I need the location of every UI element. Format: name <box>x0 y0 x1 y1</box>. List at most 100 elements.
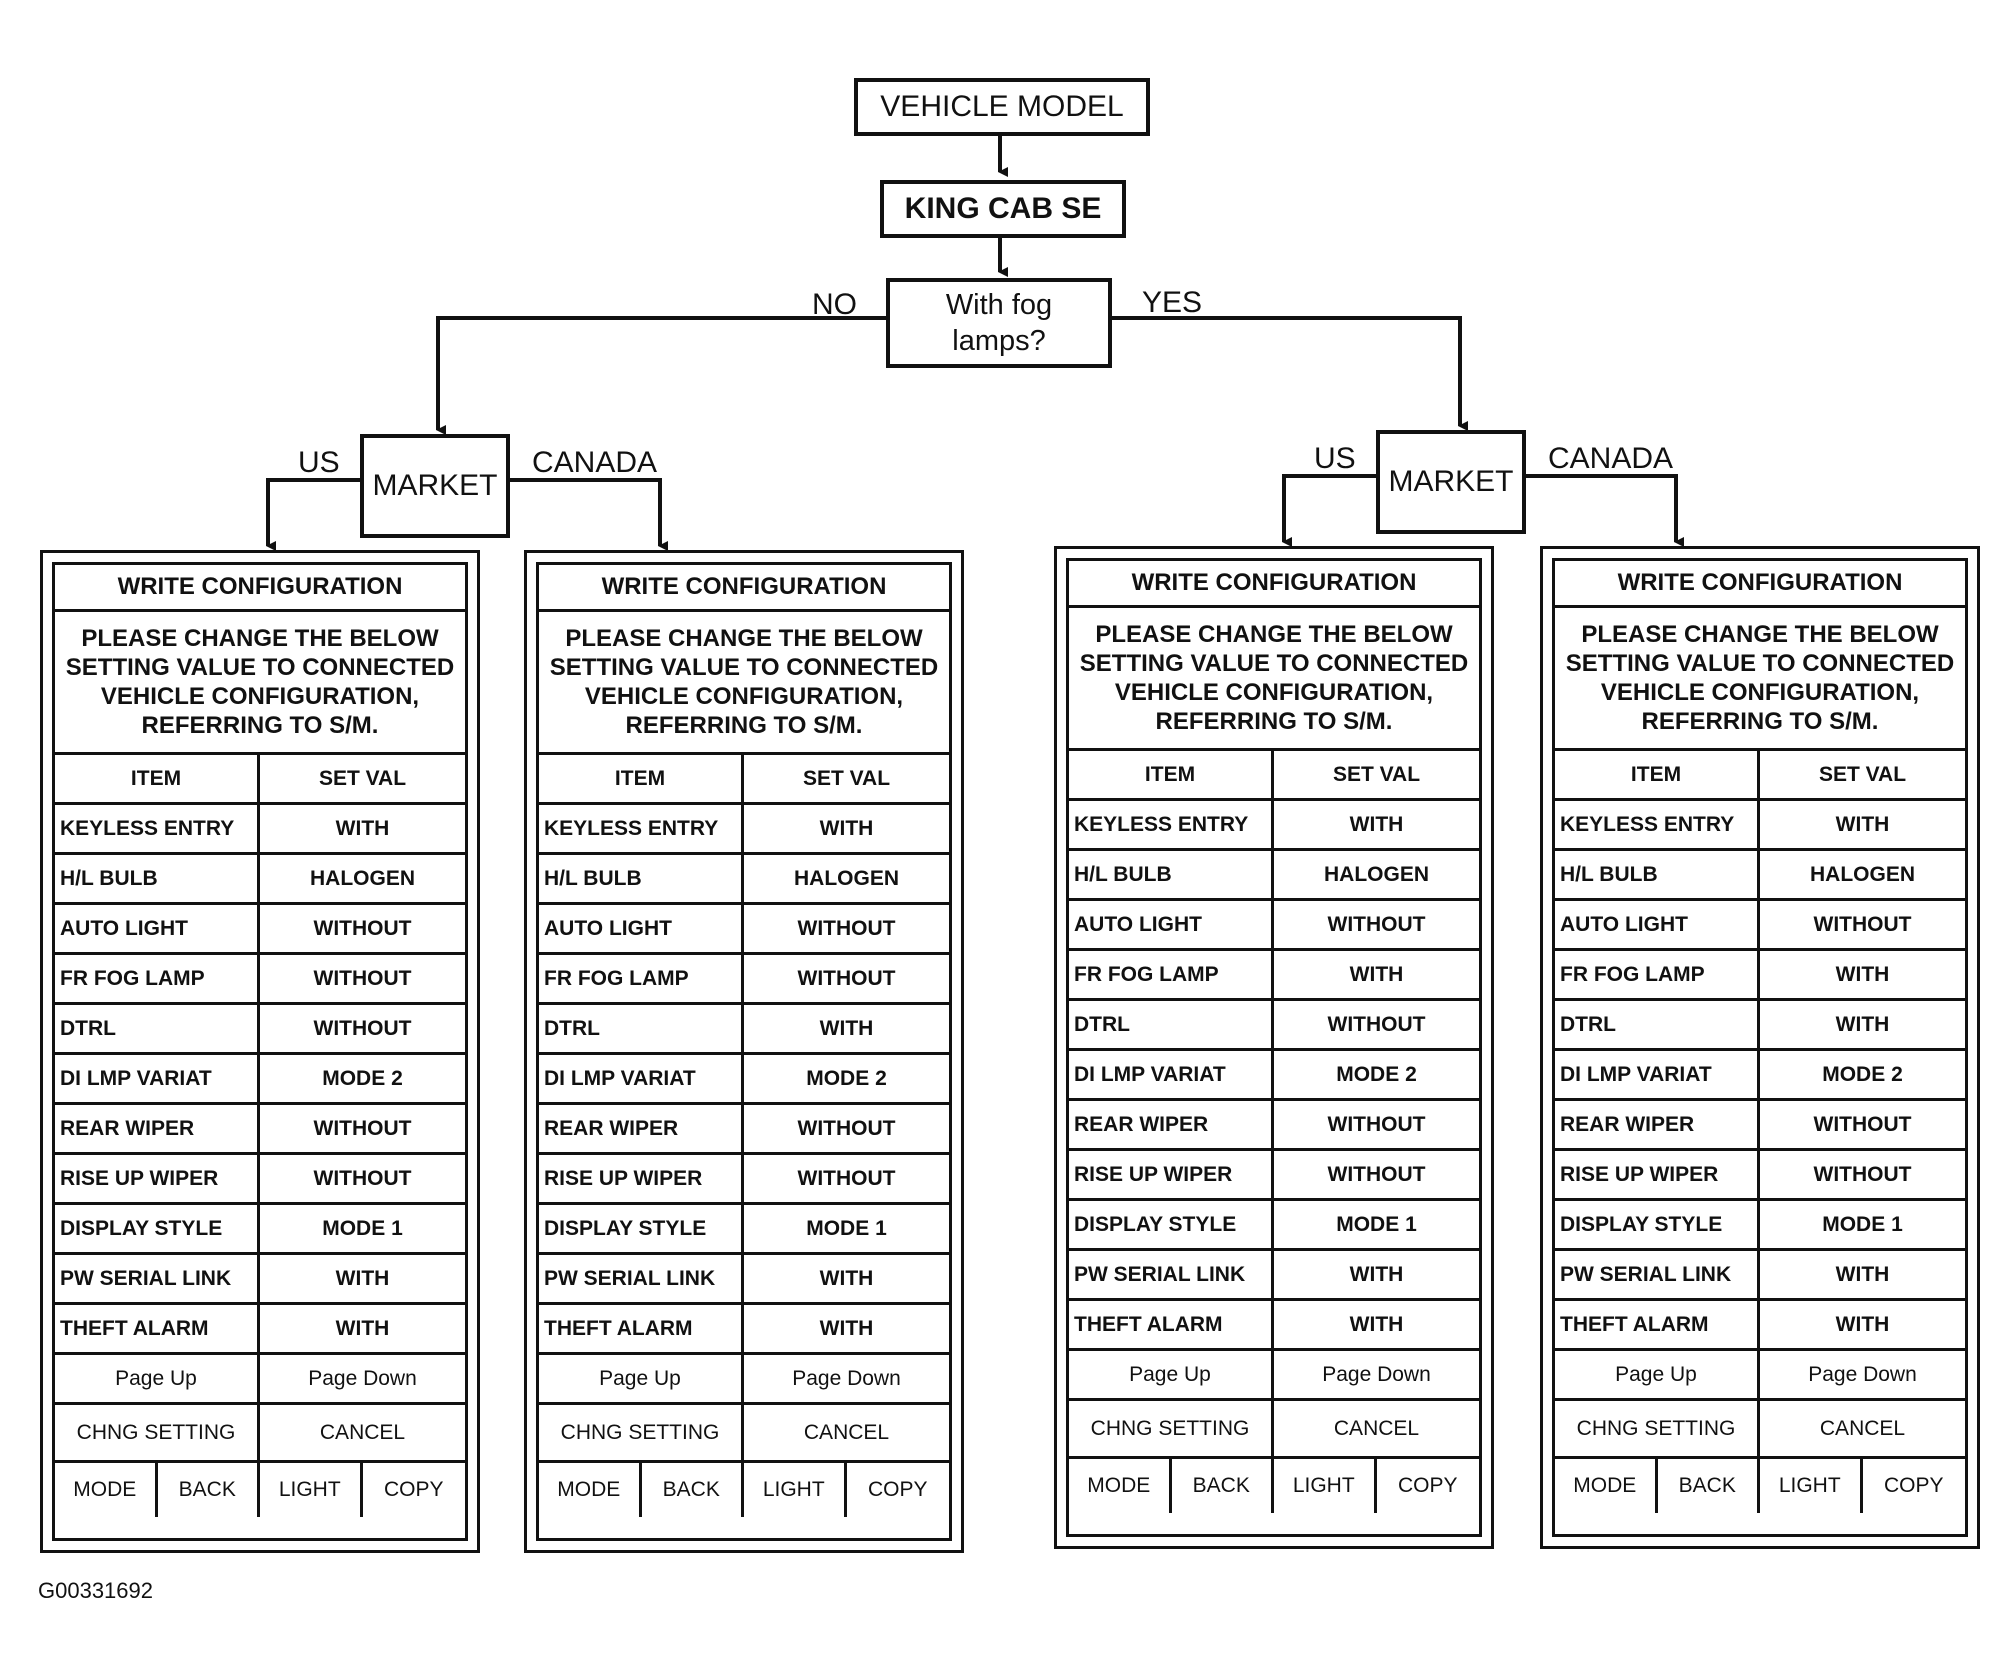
setting-value[interactable]: MODE 1 <box>1336 1212 1417 1236</box>
copy-button[interactable]: COPY <box>1883 1474 1944 1497</box>
back-button[interactable]: BACK <box>1172 1459 1274 1513</box>
change-setting-button[interactable]: CHNG SETTING <box>539 1405 744 1460</box>
connector-yes <box>1112 316 1468 431</box>
page-down-button[interactable]: Page Down <box>1808 1362 1917 1386</box>
setting-value[interactable]: WITH <box>1349 962 1404 986</box>
setting-value[interactable]: WITH <box>335 1266 390 1290</box>
cancel-button[interactable]: CANCEL <box>319 1420 406 1444</box>
setting-item: THEFT ALARM <box>55 1305 260 1352</box>
setting-value[interactable]: WITHOUT <box>1813 1162 1912 1186</box>
connector-left-us <box>266 478 360 551</box>
setting-value[interactable]: WITH <box>1835 1012 1890 1036</box>
setting-value[interactable]: MODE 2 <box>1822 1062 1903 1086</box>
setting-item: REAR WIPER <box>539 1105 744 1152</box>
setting-value[interactable]: WITHOUT <box>797 1166 896 1190</box>
setting-value[interactable]: WITH <box>1349 1262 1404 1286</box>
action-row: CHNG SETTING CANCEL <box>539 1405 949 1463</box>
back-button[interactable]: BACK <box>642 1463 744 1517</box>
page-down-button[interactable]: Page Down <box>1322 1362 1431 1386</box>
setting-value[interactable]: WITHOUT <box>1327 1112 1426 1136</box>
setting-value[interactable]: MODE 1 <box>322 1216 403 1240</box>
page-down-button[interactable]: Page Down <box>308 1366 417 1390</box>
market-left-label: MARKET <box>372 469 498 502</box>
setting-value[interactable]: WITHOUT <box>1813 1112 1912 1136</box>
light-button[interactable]: LIGHT <box>1760 1459 1863 1513</box>
setting-value[interactable]: HALOGEN <box>1324 862 1429 886</box>
change-setting-button[interactable]: CHNG SETTING <box>1069 1401 1274 1456</box>
mode-button[interactable]: MODE <box>1555 1459 1658 1513</box>
change-setting-button[interactable]: CHNG SETTING <box>1555 1401 1760 1456</box>
light-button[interactable]: LIGHT <box>1274 1459 1377 1513</box>
mode-button[interactable]: MODE <box>539 1463 642 1517</box>
setting-item: DTRL <box>1069 1001 1274 1048</box>
column-header-item: ITEM <box>1555 751 1760 798</box>
page-up-button[interactable]: Page Up <box>1555 1351 1760 1398</box>
mode-button[interactable]: MODE <box>1069 1459 1172 1513</box>
light-button[interactable]: LIGHT <box>744 1463 847 1517</box>
setting-value[interactable]: MODE 2 <box>806 1066 887 1090</box>
page-up-button[interactable]: Page Up <box>1069 1351 1274 1398</box>
setting-value[interactable]: WITHOUT <box>313 916 412 940</box>
copy-button[interactable]: COPY <box>383 1478 444 1501</box>
setting-value[interactable]: WITH <box>1349 812 1404 836</box>
page-up-button[interactable]: Page Up <box>539 1355 744 1402</box>
setting-item: THEFT ALARM <box>1069 1301 1274 1348</box>
setting-item: RISE UP WIPER <box>539 1155 744 1202</box>
setting-value[interactable]: WITH <box>335 816 390 840</box>
setting-value[interactable]: WITHOUT <box>1327 1012 1426 1036</box>
table-row: REAR WIPER WITHOUT <box>539 1105 949 1155</box>
setting-value[interactable]: HALOGEN <box>1810 862 1915 886</box>
vehicle-model-label: VEHICLE MODEL <box>880 90 1124 123</box>
setting-value[interactable]: WITHOUT <box>313 1116 412 1140</box>
change-setting-button[interactable]: CHNG SETTING <box>55 1405 260 1460</box>
setting-value[interactable]: HALOGEN <box>310 866 415 890</box>
setting-value[interactable]: WITH <box>1835 1312 1890 1336</box>
copy-button[interactable]: COPY <box>867 1478 928 1501</box>
us-label-left: US <box>298 446 340 479</box>
setting-value[interactable]: WITHOUT <box>797 966 896 990</box>
setting-value[interactable]: WITHOUT <box>313 1016 412 1040</box>
setting-value[interactable]: WITHOUT <box>1813 912 1912 936</box>
mode-button[interactable]: MODE <box>55 1463 158 1517</box>
setting-value[interactable]: WITH <box>819 1266 874 1290</box>
setting-value[interactable]: WITH <box>1835 812 1890 836</box>
back-button[interactable]: BACK <box>1658 1459 1760 1513</box>
setting-value[interactable]: WITH <box>1349 1312 1404 1336</box>
cancel-button[interactable]: CANCEL <box>1333 1416 1420 1440</box>
page-up-button[interactable]: Page Up <box>55 1355 260 1402</box>
cancel-button[interactable]: CANCEL <box>1819 1416 1906 1440</box>
setting-value[interactable]: WITHOUT <box>1327 1162 1426 1186</box>
setting-value[interactable]: WITHOUT <box>313 1166 412 1190</box>
no-label: NO <box>812 288 857 321</box>
setting-value[interactable]: WITH <box>335 1316 390 1340</box>
setting-value[interactable]: WITHOUT <box>313 966 412 990</box>
setting-value[interactable]: MODE 1 <box>1822 1212 1903 1236</box>
table-row: THEFT ALARM WITH <box>55 1305 465 1355</box>
setting-value[interactable]: WITH <box>819 1316 874 1340</box>
back-button[interactable]: BACK <box>158 1463 260 1517</box>
copy-button[interactable]: COPY <box>1397 1474 1458 1497</box>
setting-value[interactable]: MODE 2 <box>322 1066 403 1090</box>
setting-value[interactable]: MODE 1 <box>806 1216 887 1240</box>
page-down-button[interactable]: Page Down <box>792 1366 901 1390</box>
setting-value[interactable]: WITH <box>1835 962 1890 986</box>
setting-value[interactable]: WITH <box>819 1016 874 1040</box>
setting-value[interactable]: WITHOUT <box>797 1116 896 1140</box>
setting-value[interactable]: WITHOUT <box>797 916 896 940</box>
setting-value[interactable]: HALOGEN <box>794 866 899 890</box>
light-button[interactable]: LIGHT <box>260 1463 363 1517</box>
table-row: RISE UP WIPER WITHOUT <box>539 1155 949 1205</box>
cancel-button[interactable]: CANCEL <box>803 1420 890 1444</box>
setting-value[interactable]: WITH <box>1835 1262 1890 1286</box>
panel-message: PLEASE CHANGE THE BELOW SETTING VALUE TO… <box>1069 608 1479 751</box>
setting-value[interactable]: MODE 2 <box>1336 1062 1417 1086</box>
setting-value[interactable]: WITHOUT <box>1327 912 1426 936</box>
setting-value[interactable]: WITH <box>819 816 874 840</box>
